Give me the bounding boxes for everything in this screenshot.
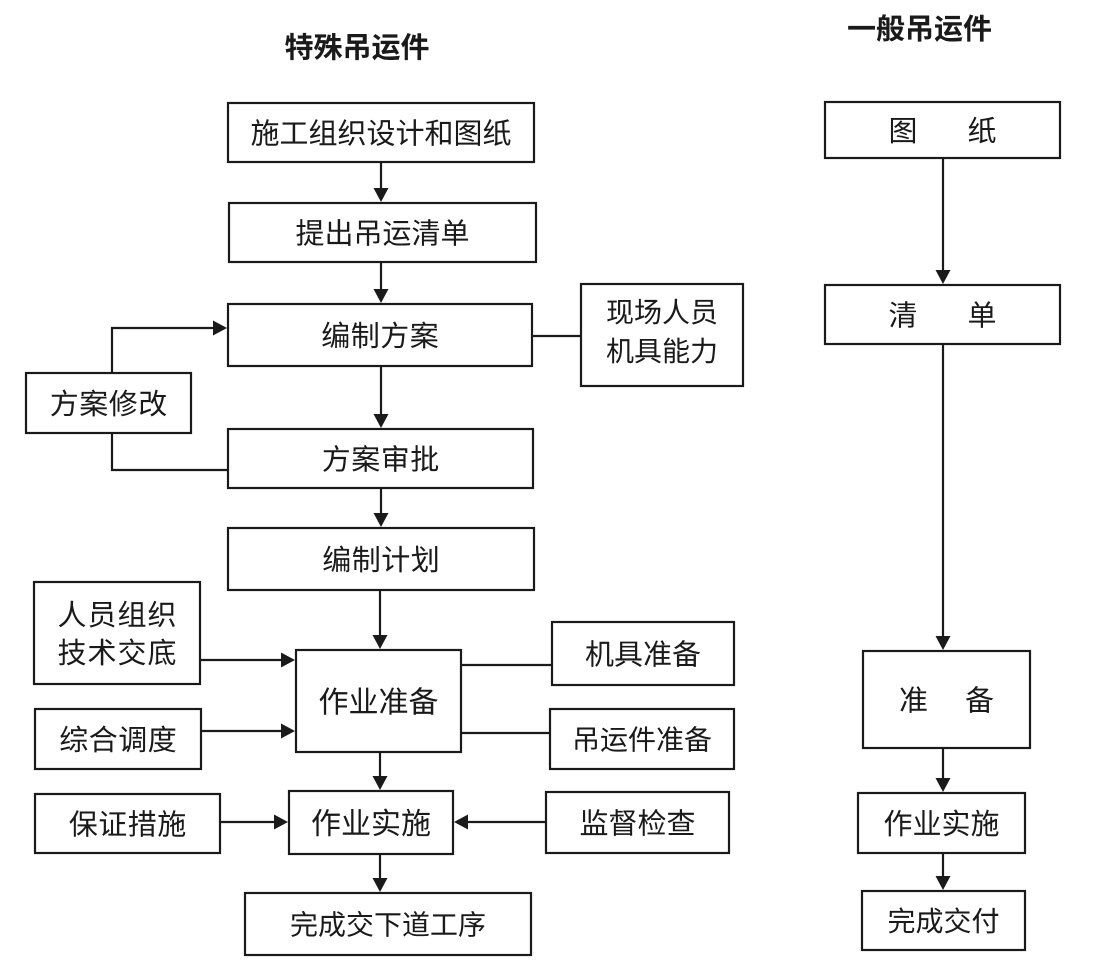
arrow-supervision-to-implement-head [454,814,468,830]
node-finish-handover [243,891,533,957]
arrow-implementation-to-delivery [935,853,951,890]
arrow-approval-to-schedule-head [373,513,389,527]
node-plan-revision-label [51,389,167,417]
node-supervision-inspection-label [580,809,695,836]
node-equipment-preparation [550,620,736,687]
node-design-docs [226,101,536,164]
arrow-measures-to-implement [220,814,288,830]
arrow-prep-to-implement-head [372,776,388,790]
arrow-preparation-to-implementation-head [935,778,951,792]
node-guarantee-measures-label [69,810,186,837]
node-personnel-briefing-box [32,580,202,686]
arrow-approval-to-schedule [373,488,389,527]
node-plan-revision [24,371,193,435]
node-personnel-briefing [32,580,202,686]
arrow-revision-to-plan [110,320,227,373]
node-plan-approval-label [323,445,439,472]
arrow-drawings-to-list [935,158,951,284]
arrow-implement-to-finish-head [372,878,388,892]
node-work-preparation [294,648,463,754]
arrow-list-to-preparation-head [935,636,951,650]
node-guarantee-measures-box [33,792,222,855]
arrow-plan-to-approval-head [373,414,389,428]
node-prepare-plan [226,302,534,368]
node-implementation-general [856,791,1027,855]
node-equipment-preparation-label [585,640,701,667]
node-finish-handover-label [291,910,485,938]
node-implementation-general-box [856,791,1027,855]
title-special-items [285,32,429,61]
arrow-schedule-to-prep-head [372,635,388,649]
node-list-label [889,301,996,328]
arrow-list-to-plan-head [373,289,389,303]
title-general-items [848,14,991,42]
arrow-prep-to-implement [372,752,388,790]
node-comprehensive-dispatch-label [60,725,176,753]
node-lifting-list-box [227,201,538,264]
node-list-box [823,283,1062,346]
node-work-implementation-box [287,789,455,856]
arrow-schedule-to-prep [372,590,388,649]
arrow-dispatch-to-prep-head [281,723,295,739]
node-site-capability-label [606,298,717,364]
node-equipment-preparation-box [550,620,736,687]
node-lifting-list-label [296,219,469,246]
arrow-revision-to-plan-line [110,326,213,373]
node-implementation-general-label [884,809,999,837]
node-work-implementation-label [312,808,430,837]
node-prepare-plan-label [322,321,438,349]
node-lifting-item-preparation-label [575,725,712,753]
arrow-implementation-to-delivery-head [935,876,951,890]
node-comprehensive-dispatch [33,707,203,771]
node-list [823,283,1062,346]
node-drawings-label [890,116,996,144]
arrow-supervision-to-implement [454,814,546,830]
line-approval-to-revision-line [110,433,228,472]
arrow-list-to-preparation [935,344,951,650]
arrow-design-to-list [373,162,389,202]
node-comprehensive-dispatch-box [33,707,203,771]
node-drawings-box [823,100,1062,160]
node-work-preparation-label [319,687,438,715]
node-lifting-list [227,201,538,264]
node-supervision-inspection-box [544,790,731,855]
line-approval-to-revision [110,433,228,472]
node-work-implementation [287,789,455,856]
node-plan-approval-box [226,427,535,490]
arrow-drawings-to-list-head [935,270,951,284]
arrow-revision-to-plan-head [213,320,227,336]
node-preparation-box [861,649,1032,750]
node-lifting-item-preparation [548,707,736,771]
node-prepare-plan-box [226,302,534,368]
node-complete-delivery-box [860,889,1027,952]
node-complete-delivery-label [888,907,999,934]
arrow-briefing-to-prep-head [281,652,295,668]
node-preparation-label [900,686,994,713]
node-personnel-briefing-label [58,600,176,666]
node-lifting-item-preparation-box [548,707,736,771]
arrow-list-to-plan [373,262,389,303]
node-guarantee-measures [33,792,222,855]
arrow-implement-to-finish [372,854,388,892]
arrow-design-to-list-head [373,188,389,202]
node-preparation [861,649,1032,750]
arrow-briefing-to-prep [200,652,295,668]
arrow-dispatch-to-prep [201,723,295,739]
node-site-capability [579,282,745,388]
node-complete-delivery [860,889,1027,952]
arrow-measures-to-implement-head [274,814,288,830]
node-site-capability-box [579,282,745,388]
arrow-preparation-to-implementation [935,748,951,792]
node-prepare-schedule [226,526,536,592]
node-plan-approval [226,427,535,490]
arrow-plan-to-approval [373,366,389,428]
node-supervision-inspection [544,790,731,855]
node-drawings [823,100,1062,160]
node-prepare-schedule-label [323,545,438,573]
node-design-docs-label [251,119,511,146]
node-plan-revision-box [24,371,193,435]
node-prepare-schedule-box [226,526,536,592]
